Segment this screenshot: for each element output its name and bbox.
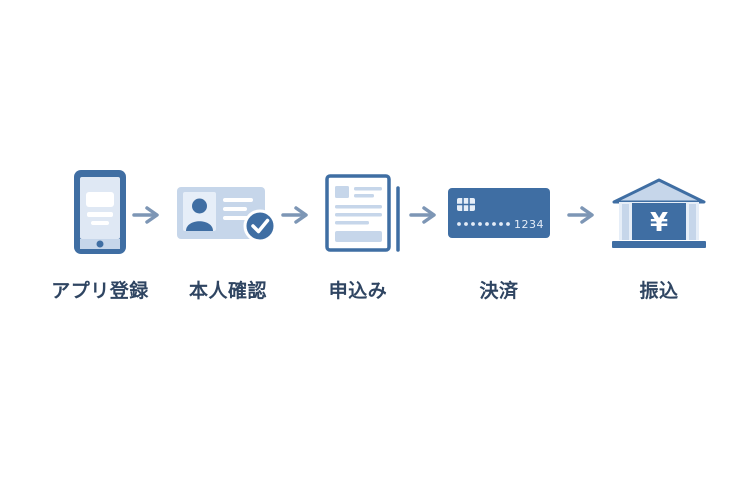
card-chip-icon bbox=[457, 198, 475, 211]
smartphone-icon bbox=[72, 168, 128, 256]
arrow-right-icon bbox=[409, 205, 439, 229]
step-label-payment: 決済 bbox=[479, 280, 519, 302]
step-label-app-registration: アプリ登録 bbox=[51, 280, 149, 302]
arrow-right-icon bbox=[281, 205, 311, 229]
arrow-right-icon bbox=[132, 205, 162, 229]
step-label-transfer: 振込 bbox=[639, 280, 679, 302]
yen-symbol: ¥ bbox=[650, 208, 668, 238]
step-label-identity-verification: 本人確認 bbox=[188, 280, 267, 302]
id-card-check-icon bbox=[176, 185, 280, 247]
bank-yen-icon: ¥ bbox=[610, 178, 708, 252]
arrow-right-icon bbox=[567, 205, 597, 229]
application-form-icon bbox=[324, 174, 404, 254]
step-label-application: 申込み bbox=[328, 280, 388, 302]
card-number-suffix: 1234 bbox=[514, 218, 544, 231]
credit-card-icon: 1234 bbox=[447, 187, 551, 239]
